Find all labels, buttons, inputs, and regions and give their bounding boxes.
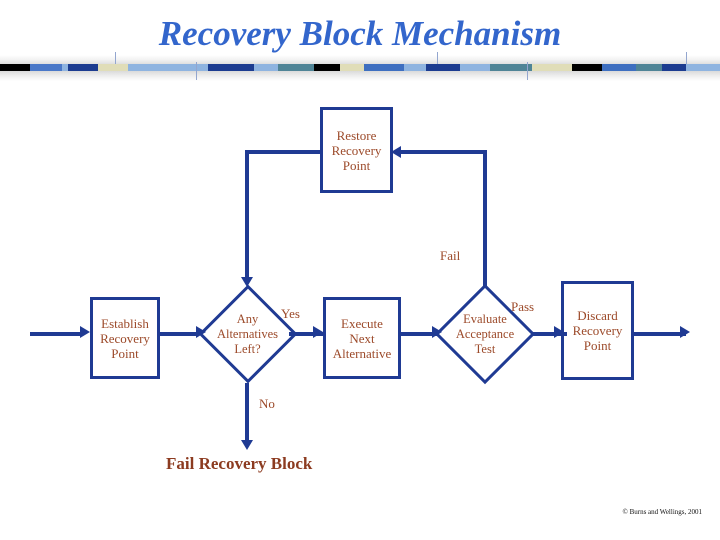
connector-pass-to-discard-arrowhead	[554, 326, 564, 338]
bar-tick	[437, 52, 438, 64]
bar-segment	[98, 64, 128, 71]
bar-segment	[30, 64, 62, 71]
bar-tick	[527, 62, 528, 80]
bar-segment	[426, 64, 460, 71]
bar-segment	[460, 64, 490, 71]
connector-no-vertical	[245, 383, 249, 445]
connector-establish-to-anyalts-arrowhead	[196, 326, 206, 338]
node-line: Test	[474, 341, 496, 356]
edge-label-pass: Pass	[511, 299, 535, 314]
connector-establish-to-anyalts-line	[160, 332, 198, 336]
bar-segment	[314, 64, 340, 71]
bar-segment	[532, 64, 572, 71]
bar-tick	[115, 52, 116, 64]
bar-segment	[128, 64, 208, 71]
connector-fail-arrowhead	[391, 146, 401, 158]
connector-fail-vertical	[483, 150, 487, 286]
node-line: Alternatives	[216, 326, 279, 341]
node-line: Execute	[341, 315, 383, 331]
bar-segment	[602, 64, 636, 71]
bar-segment	[662, 64, 686, 71]
node-line: Recovery	[100, 330, 150, 346]
connector-fail-horizontal	[400, 150, 487, 154]
node-line: Next	[349, 330, 375, 346]
connector-yes-to-execute-line	[289, 332, 325, 336]
node-restore-recovery-point-label: Restore Recovery Point	[330, 128, 384, 173]
edge-label-no: No	[259, 396, 275, 411]
node-execute-next-alternative-label: Execute Next Alternative	[331, 316, 393, 361]
node-execute-next-alternative[interactable]: Execute Next Alternative	[323, 297, 401, 379]
edge-label-fail: Fail	[440, 248, 461, 263]
node-line: Point	[111, 345, 139, 361]
node-line: Acceptance	[455, 326, 515, 341]
page-title: Recovery Block Mechanism	[158, 14, 562, 53]
node-line: Recovery	[331, 142, 382, 158]
node-any-alternatives-left-label: Any Alternatives Left?	[195, 283, 300, 385]
connector-no-arrowhead	[241, 440, 253, 450]
connector-restore-to-anyalts-vertical	[245, 150, 249, 281]
node-line: Any	[236, 311, 259, 326]
connector-exit-arrowhead	[680, 326, 690, 338]
bar-tick	[196, 62, 197, 80]
node-line: Alternative	[332, 345, 392, 361]
bar-segment	[572, 64, 602, 71]
title-decoration-bar	[0, 55, 720, 81]
node-line: Discard	[577, 308, 618, 323]
connector-yes-to-execute-arrowhead	[313, 326, 323, 338]
bar-segment	[62, 64, 68, 71]
bottom-caption: Fail Recovery Block	[166, 454, 313, 473]
node-discard-recovery-point-label: Discard Recovery Point	[571, 308, 625, 353]
connector-exit-line	[634, 332, 686, 336]
node-line: Establish	[101, 315, 149, 331]
bar-segment	[490, 64, 532, 71]
connector-entry-arrowhead	[80, 326, 90, 338]
node-establish-recovery-point-label: Establish Recovery Point	[98, 316, 152, 361]
bar-segment	[68, 64, 98, 71]
bar-tick	[686, 52, 687, 64]
node-line: Restore	[336, 127, 377, 143]
edge-label-yes: Yes	[281, 306, 300, 321]
bar-segment	[364, 64, 404, 71]
copyright-notice: © Burns and Wellings, 2001	[622, 508, 703, 516]
bar-segment	[686, 64, 720, 71]
node-any-alternatives-left[interactable]: Any Alternatives Left?	[195, 283, 300, 385]
node-line: Recovery	[572, 323, 623, 338]
connector-pass-to-discard-line	[531, 332, 567, 336]
connector-execute-to-evaluate-line	[401, 332, 439, 336]
bar-segment	[254, 64, 278, 71]
node-line: Left?	[234, 341, 261, 356]
connector-execute-to-evaluate-arrowhead	[432, 326, 442, 338]
node-evaluate-acceptance-test-label: Evaluate Acceptance Test	[434, 282, 536, 386]
node-restore-recovery-point[interactable]: Restore Recovery Point	[320, 107, 393, 193]
node-evaluate-acceptance-test[interactable]: Evaluate Acceptance Test	[434, 282, 536, 386]
bar-segment	[278, 64, 314, 71]
node-discard-recovery-point[interactable]: Discard Recovery Point	[561, 281, 634, 380]
bar-segment	[636, 64, 662, 71]
node-line: Evaluate	[463, 311, 507, 326]
connector-restore-to-anyalts-arrowhead	[241, 277, 253, 287]
node-line: Point	[583, 338, 612, 353]
connector-restore-to-anyalts-horizontal	[245, 150, 322, 154]
connector-entry-line	[30, 332, 82, 336]
bar-segment	[340, 64, 364, 71]
bar-segment	[0, 64, 30, 71]
bar-segment	[208, 64, 254, 71]
node-line: Point	[342, 157, 371, 173]
bar-segment	[404, 64, 426, 71]
node-establish-recovery-point[interactable]: Establish Recovery Point	[90, 297, 160, 379]
